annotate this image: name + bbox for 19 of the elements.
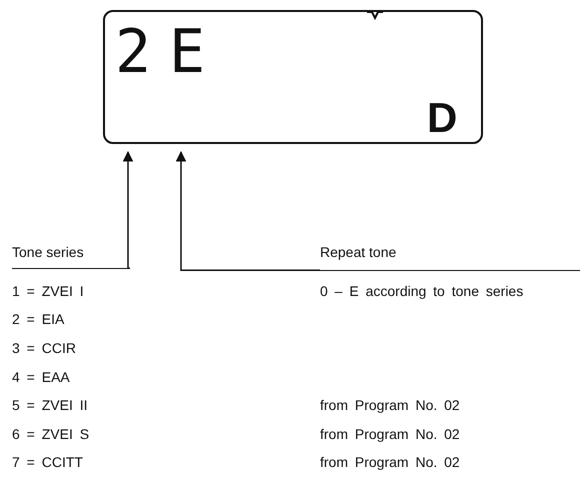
tone-series-entry: 1 = ZVEI I bbox=[12, 283, 84, 299]
tone-series-entry: 5 = ZVEI II bbox=[12, 397, 88, 413]
display-digit: E bbox=[169, 20, 206, 84]
leader-line bbox=[176, 150, 320, 271]
lcd-display bbox=[103, 10, 483, 144]
repeat-tone-note: from Program No. 02 bbox=[320, 454, 460, 470]
tone-series-entry: 3 = CCIR bbox=[12, 340, 76, 356]
display-digit: 2 bbox=[115, 20, 152, 84]
display-letter: D bbox=[427, 94, 458, 142]
repeat-tone-note: from Program No. 02 bbox=[320, 426, 460, 442]
leader-label: Tone series bbox=[12, 244, 84, 260]
repeat-tone-note: 0 – E according to tone series bbox=[320, 283, 524, 299]
tone-series-entry: 7 = CCITT bbox=[12, 454, 83, 470]
leader-label: Repeat tone bbox=[320, 244, 396, 260]
tone-series-entry: 2 = EIA bbox=[12, 311, 64, 327]
repeat-tone-note: from Program No. 02 bbox=[320, 397, 460, 413]
tone-series-entry: 4 = EAA bbox=[12, 369, 70, 385]
tone-series-entry: 6 = ZVEI S bbox=[12, 426, 90, 442]
leader-line bbox=[122, 150, 134, 269]
